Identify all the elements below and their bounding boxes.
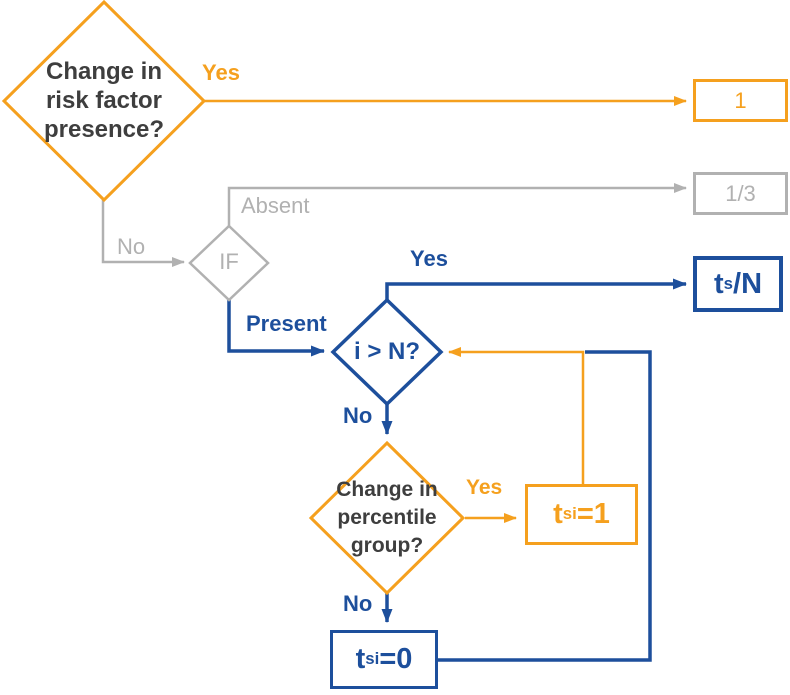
edge-label-no-i-gt-n: No — [343, 403, 373, 428]
tsn-base: t — [713, 267, 724, 300]
result-box-1-label: 1 — [734, 87, 747, 113]
percentile-line-3: group? — [350, 534, 424, 557]
tsi1-subscript: si — [562, 504, 577, 524]
edge-label-absent: Absent — [241, 193, 310, 218]
tsi1-rest: =1 — [576, 498, 610, 530]
percentile-line-2: percentile — [337, 506, 437, 529]
percentile-line-1: Change in — [336, 478, 438, 501]
result-box-1: 1 — [693, 79, 788, 122]
tsn-subscript: s — [723, 273, 734, 293]
tsi0-rest: =0 — [379, 643, 413, 675]
edge-feedback-tsi0-to-i-gt-n — [437, 350, 652, 662]
if-diamond-label: IF — [219, 249, 239, 274]
edge-label-no-risk: No — [117, 234, 146, 259]
result-box-one-third-label: 1/3 — [725, 180, 756, 206]
risk-factor-diamond-label: Change in risk factor presence? — [14, 57, 194, 144]
if-decision-diamond — [188, 224, 270, 302]
edge-present-to-i-gt-n — [227, 300, 325, 357]
tsi1-base: t — [553, 498, 563, 530]
edge-label-yes-risk: Yes — [202, 60, 240, 85]
percentile-decision-diamond — [308, 440, 466, 596]
edge-no-to-if — [101, 200, 185, 267]
tsi0-subscript: si — [365, 649, 380, 669]
risk-factor-decision-diamond — [1, 0, 207, 203]
risk-factor-line-3: presence? — [43, 116, 165, 143]
percentile-diamond-label: Change in percentile group? — [307, 476, 467, 560]
tsi0-base: t — [355, 643, 366, 675]
edge-label-present: Present — [246, 311, 327, 336]
risk-factor-line-1: Change in — [45, 58, 162, 85]
result-box-one-third: 1/3 — [693, 172, 788, 215]
i-gt-n-decision-diamond — [330, 297, 444, 407]
edge-feedback-tsi1-to-i-gt-n — [448, 347, 585, 484]
edge-yes-to-box-tsn — [385, 278, 687, 300]
edge-label-yes-i-gt-n: Yes — [410, 246, 448, 271]
tsn-rest: /N — [733, 267, 763, 300]
risk-factor-line-2: risk factor — [45, 87, 163, 114]
edge-label-no-percentile: No — [343, 591, 373, 616]
edge-absent-to-box-one-third — [227, 183, 687, 226]
i-gt-n-diamond-label: i > N? — [353, 338, 420, 365]
edge-label-yes-percentile: Yes — [466, 476, 503, 499]
